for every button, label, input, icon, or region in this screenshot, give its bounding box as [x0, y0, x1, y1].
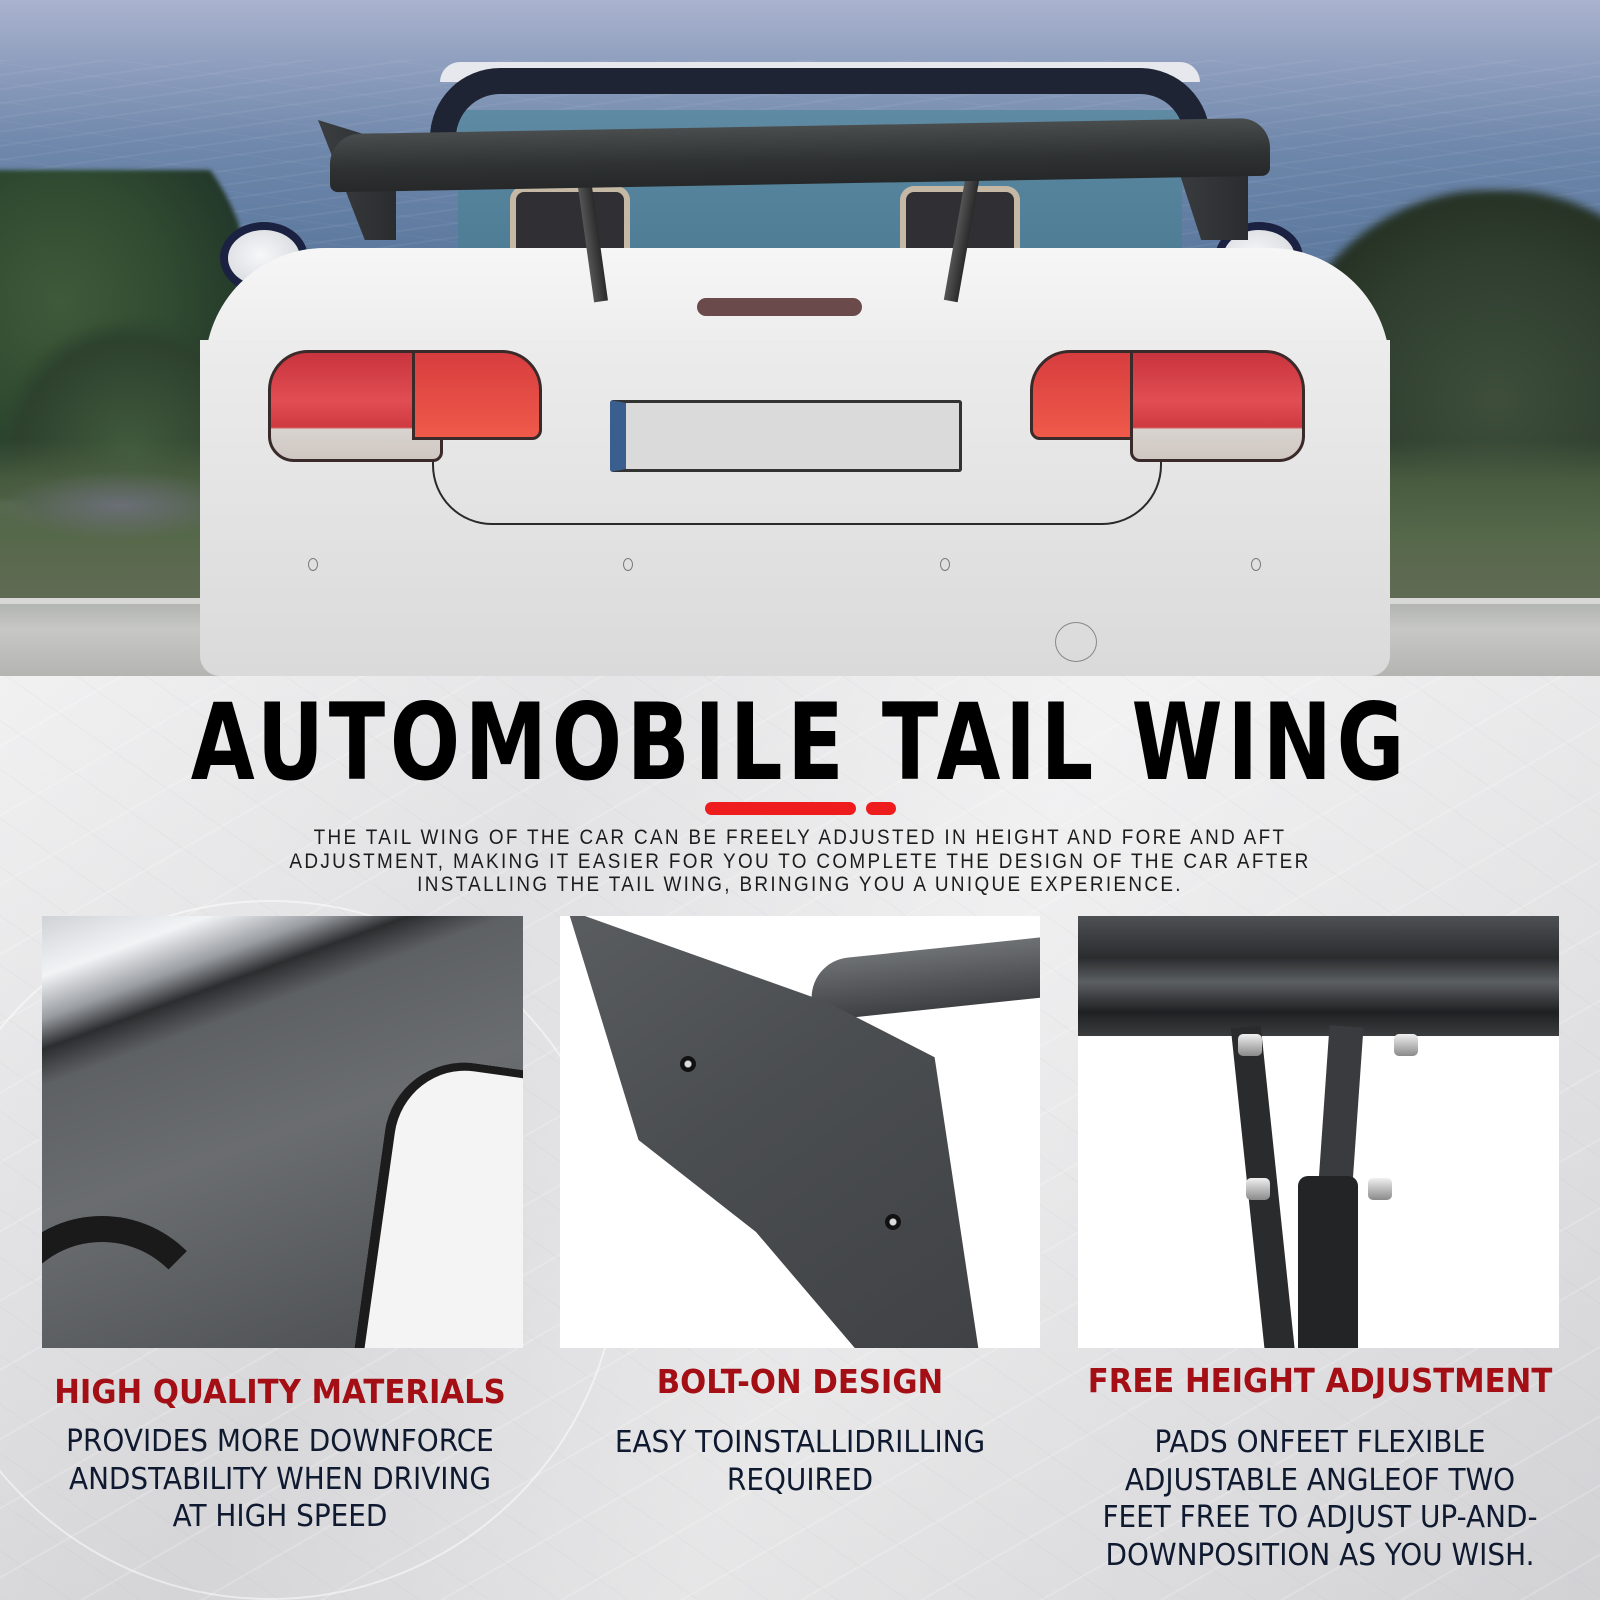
feature-desc-materials: PROVIDES MORE DOWNFORCE ANDSTABILITY WHE…	[38, 1423, 522, 1536]
intro-line: THE TAIL WING OF THE CAR CAN BE FREELY A…	[313, 826, 1287, 849]
feature-desc-line: EASY TOINSTALLIDRILLING	[614, 1425, 986, 1460]
parking-sensor	[1251, 558, 1261, 571]
feature-desc-height-adjustment: PADS ONFEET FLEXIBLE ADJUSTABLE ANGLEOF …	[1074, 1424, 1567, 1574]
parking-sensor	[308, 558, 318, 571]
feature-title-bolt-on: BOLT-ON DESIGN	[656, 1362, 944, 1401]
parking-sensor	[623, 558, 633, 571]
intro-paragraph: THE TAIL WING OF THE CAR CAN BE FREELY A…	[224, 826, 1376, 897]
feature-image-materials	[42, 916, 523, 1348]
bolt-icon	[680, 1056, 696, 1072]
parking-sensor	[940, 558, 950, 571]
bracket-pin	[1238, 1034, 1262, 1056]
bolt-icon	[885, 1214, 901, 1230]
intro-line: INSTALLING THE TAIL WING, BRINGING YOU A…	[417, 873, 1183, 896]
hero-photo	[0, 0, 1600, 676]
accent-dot	[866, 802, 896, 815]
bracket-base	[1298, 1176, 1358, 1348]
feature-desc-line: AT HIGH SPEED	[172, 1499, 388, 1534]
headline-title: AUTOMOBILE TAIL WING	[190, 681, 1410, 804]
feature-image-bolt-on	[560, 916, 1040, 1348]
feature-desc-line: PADS ONFEET FLEXIBLE	[1154, 1425, 1486, 1460]
accent-bar	[705, 802, 856, 815]
feature-image-height-adjustment	[1078, 916, 1559, 1348]
taillight-left-inner	[412, 350, 542, 440]
bracket-pin	[1368, 1178, 1392, 1200]
license-plate	[610, 400, 962, 472]
wing-top-surface	[807, 930, 1040, 1022]
feature-desc-line: REQUIRED	[726, 1462, 874, 1498]
bracket-pin	[1246, 1178, 1270, 1200]
feature-desc-line: DOWNPOSITION AS YOU WISH.	[1105, 1537, 1535, 1573]
feature-desc-bolt-on: EASY TOINSTALLIDRILLING REQUIRED	[568, 1424, 1033, 1499]
tow-hook-cap	[1055, 622, 1097, 662]
feature-desc-line: ANDSTABILITY WHEN DRIVING	[68, 1461, 492, 1497]
feature-desc-line: ADJUSTABLE ANGLEOF TWO	[1124, 1462, 1516, 1498]
feature-title-materials: HIGH QUALITY MATERIALS	[54, 1372, 506, 1411]
taillight-right-outer	[1130, 350, 1305, 462]
intro-line: ADJUSTMENT, MAKING IT EASIER FOR YOU TO …	[289, 849, 1311, 873]
wing-underside	[1078, 916, 1559, 1036]
feature-desc-line: PROVIDES MORE DOWNFORCE	[66, 1424, 494, 1459]
bracket-pin	[1394, 1034, 1418, 1056]
feature-desc-line: FEET FREE TO ADJUST UP-AND-	[1102, 1500, 1538, 1535]
third-brake-light	[697, 298, 862, 316]
feature-title-height-adjustment: FREE HEIGHT ADJUSTMENT	[1087, 1361, 1553, 1400]
